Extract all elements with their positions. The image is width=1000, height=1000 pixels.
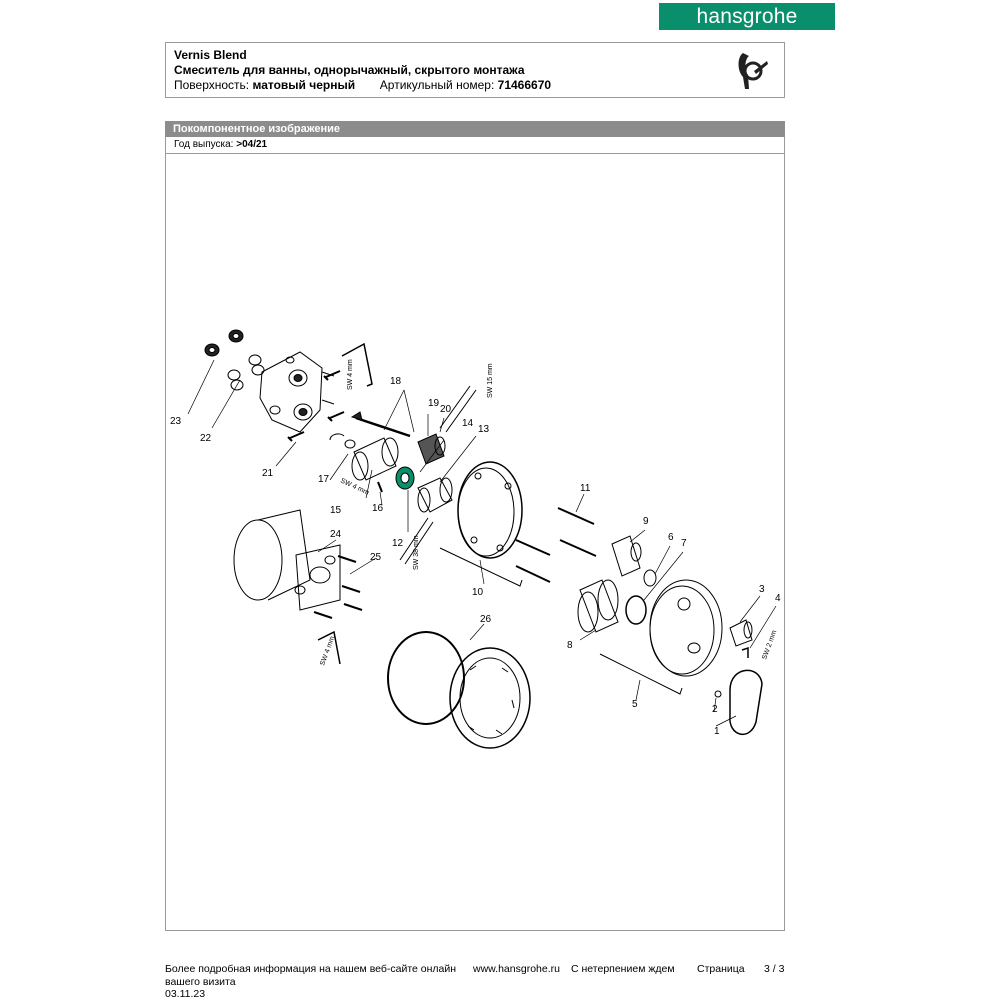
article-label: Артикульный номер: [379, 78, 495, 92]
label-part-19: 19 [428, 398, 440, 409]
label-part-11: 11 [580, 483, 591, 494]
label-part-3: 3 [759, 584, 765, 595]
footer-slogan-line2: вашего визита [165, 976, 236, 988]
product-meta: Поверхность: матовый черный Артикульный … [174, 78, 551, 92]
part-8-knob [577, 579, 619, 633]
screw-mid [327, 411, 345, 422]
screw-top [323, 370, 341, 381]
product-header: Vernis Blend Смеситель для ванны, одноры… [165, 42, 785, 98]
article-value: 71466670 [497, 78, 552, 92]
footer-website-link[interactable]: www.hansgrohe.ru [473, 963, 560, 975]
product-thumbnail-icon [738, 53, 768, 89]
part-15-cartridge [351, 437, 399, 481]
part-18-spindle [355, 416, 411, 438]
label-part-9: 9 [643, 516, 649, 527]
part-10-plate [439, 461, 523, 587]
footer-info-text: Более подробная информация на нашем веб-… [165, 963, 457, 975]
wrench-sw38 [399, 517, 434, 565]
product-name: Vernis Blend [174, 48, 247, 62]
hansgrohe-logo: hansgrohe [659, 3, 835, 30]
label-tool-sw4-top: SW 4 mm [347, 359, 354, 390]
label-part-26: 26 [480, 614, 492, 625]
part-16-screw [377, 481, 383, 493]
part-4-key [741, 646, 749, 658]
label-part-4: 4 [775, 593, 781, 604]
label-part-25: 25 [370, 552, 382, 563]
label-part-20: 20 [440, 404, 452, 415]
year-label: Год выпуска: [174, 139, 234, 150]
label-part-17: 17 [318, 474, 330, 485]
part-1-handle [729, 669, 763, 735]
drawing-area [165, 154, 785, 931]
label-part-8: 8 [567, 640, 573, 651]
part-25-screws [313, 555, 363, 619]
part-7-o-ring [625, 595, 647, 625]
footer-page-label: Страница [697, 963, 745, 975]
label-part-16: 16 [372, 503, 384, 514]
label-tool-sw2: SW 2 mm [761, 629, 778, 660]
label-part-7: 7 [681, 538, 687, 549]
part-5-escutcheon [599, 579, 723, 695]
label-part-21: 21 [262, 468, 274, 479]
label-part-6: 6 [668, 532, 674, 543]
label-tool-sw38: SW 38 mm [413, 535, 420, 570]
part-19-diverter [417, 433, 446, 465]
year-value: >04/21 [236, 139, 268, 150]
part-26-seal-ring [387, 631, 531, 749]
footer-date: 03.11.23 [165, 988, 206, 1000]
surface-value: матовый черный [252, 78, 356, 92]
footer-slogan-line1: С нетерпением ждем [571, 963, 675, 975]
label-part-23: 23 [170, 416, 182, 427]
part-17-clip [329, 433, 345, 441]
part-13-sleeve [417, 477, 453, 513]
label-part-10: 10 [472, 587, 484, 598]
label-part-2: 2 [712, 704, 718, 715]
section-title: Покомпонентное изображение [165, 121, 785, 137]
part-6-ring [643, 569, 657, 587]
release-year-row: Год выпуска: >04/21 [165, 137, 785, 154]
label-tool-sw4-mid: SW 4 mm [339, 477, 370, 496]
surface-label: Поверхность: [174, 78, 250, 92]
part-22-o-rings [227, 354, 265, 391]
part-9-bushing [611, 535, 642, 577]
label-part-12: 12 [392, 538, 404, 549]
label-part-13: 13 [478, 424, 490, 435]
label-part-22: 22 [200, 433, 212, 444]
label-part-18: 18 [390, 376, 402, 387]
label-tool-sw4-bottom: SW 4 mm [319, 635, 336, 666]
label-part-14: 14 [462, 418, 474, 429]
hex-key-bottom [317, 630, 341, 665]
part-21-screw [287, 431, 305, 442]
wrench-sw15 [439, 385, 477, 433]
part-23-nozzles [204, 329, 244, 357]
part-2-screw [714, 690, 722, 698]
product-description: Смеситель для ванны, однорычажный, скрыт… [174, 63, 525, 77]
part-3-cap [729, 619, 753, 647]
label-part-5: 5 [632, 699, 638, 710]
valve-body [259, 351, 335, 433]
footer-page-value: 3 / 3 [764, 963, 785, 975]
label-tool-sw15: SW 15 mm [487, 363, 494, 398]
part-11-screws [515, 507, 597, 583]
label-part-24: 24 [330, 529, 342, 540]
label-part-1: 1 [714, 726, 720, 737]
hex-key-top [341, 342, 373, 387]
part-24-housing [233, 509, 341, 611]
label-part-15: 15 [330, 505, 342, 516]
